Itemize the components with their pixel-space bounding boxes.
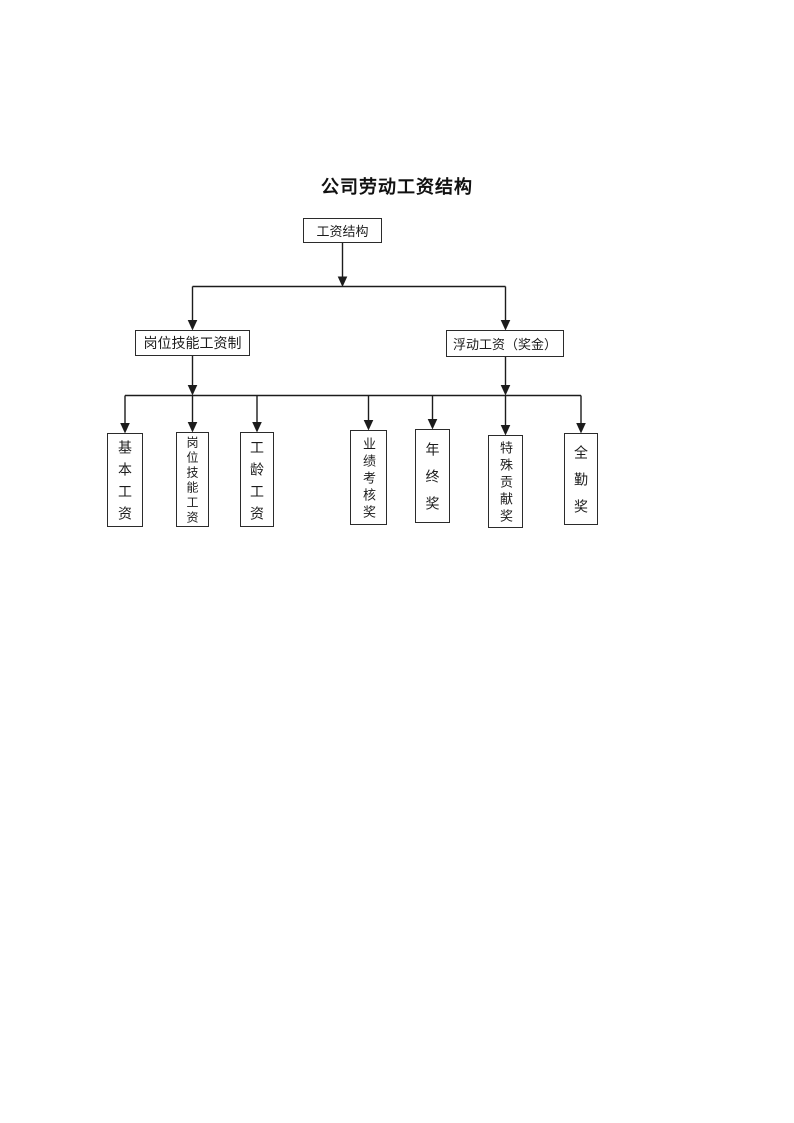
arrowhead-icon <box>363 420 374 431</box>
node-full-attendance-award-label: 全勤奖 <box>573 445 589 526</box>
node-seniority-wage: 工龄工资 <box>240 432 274 528</box>
arrowhead-icon <box>252 422 262 433</box>
node-floating-wage-bonus-label: 浮动工资（奖金） <box>452 337 557 352</box>
arrowhead-icon <box>427 419 438 430</box>
arrowhead-icon <box>120 423 130 434</box>
node-basic-wage: 基本工资 <box>107 433 143 528</box>
node-special-contribution-award-label: 特殊贡献奖 <box>498 441 513 526</box>
node-post-skill-wage-system-label: 岗位技能工资制 <box>143 335 242 351</box>
arrowhead-icon <box>500 385 511 396</box>
node-full-attendance-award: 全勤奖 <box>564 433 598 526</box>
arrowhead-icon <box>337 276 348 287</box>
node-special-contribution-award: 特殊贡献奖 <box>488 435 523 528</box>
arrowhead-icon <box>500 320 511 331</box>
connector-layer <box>120 243 586 436</box>
node-floating-wage-bonus: 浮动工资（奖金） <box>446 330 564 357</box>
arrowhead-icon <box>187 422 198 433</box>
arrowhead-icon <box>187 385 198 396</box>
node-year-end-bonus-label: 年终奖 <box>424 442 441 523</box>
diagram-title: 公司劳动工资结构 <box>321 177 473 197</box>
arrowhead-icon <box>576 423 586 434</box>
node-basic-wage-label: 基本工资 <box>117 440 133 528</box>
arrowhead-icon <box>187 320 198 331</box>
arrowhead-icon <box>500 425 511 436</box>
node-performance-assessment-award-label: 业绩考核奖 <box>361 437 376 522</box>
node-year-end-bonus: 年终奖 <box>415 429 450 523</box>
node-wage-structure-label: 工资结构 <box>316 224 369 239</box>
node-post-skill-wage: 岗位技能工资 <box>176 432 209 527</box>
node-seniority-wage-label: 工龄工资 <box>249 439 265 528</box>
node-post-skill-wage-system: 岗位技能工资制 <box>135 330 250 356</box>
node-post-skill-wage-label: 岗位技能工资 <box>185 436 199 526</box>
node-wage-structure: 工资结构 <box>303 218 382 243</box>
node-performance-assessment-award: 业绩考核奖 <box>350 430 387 525</box>
